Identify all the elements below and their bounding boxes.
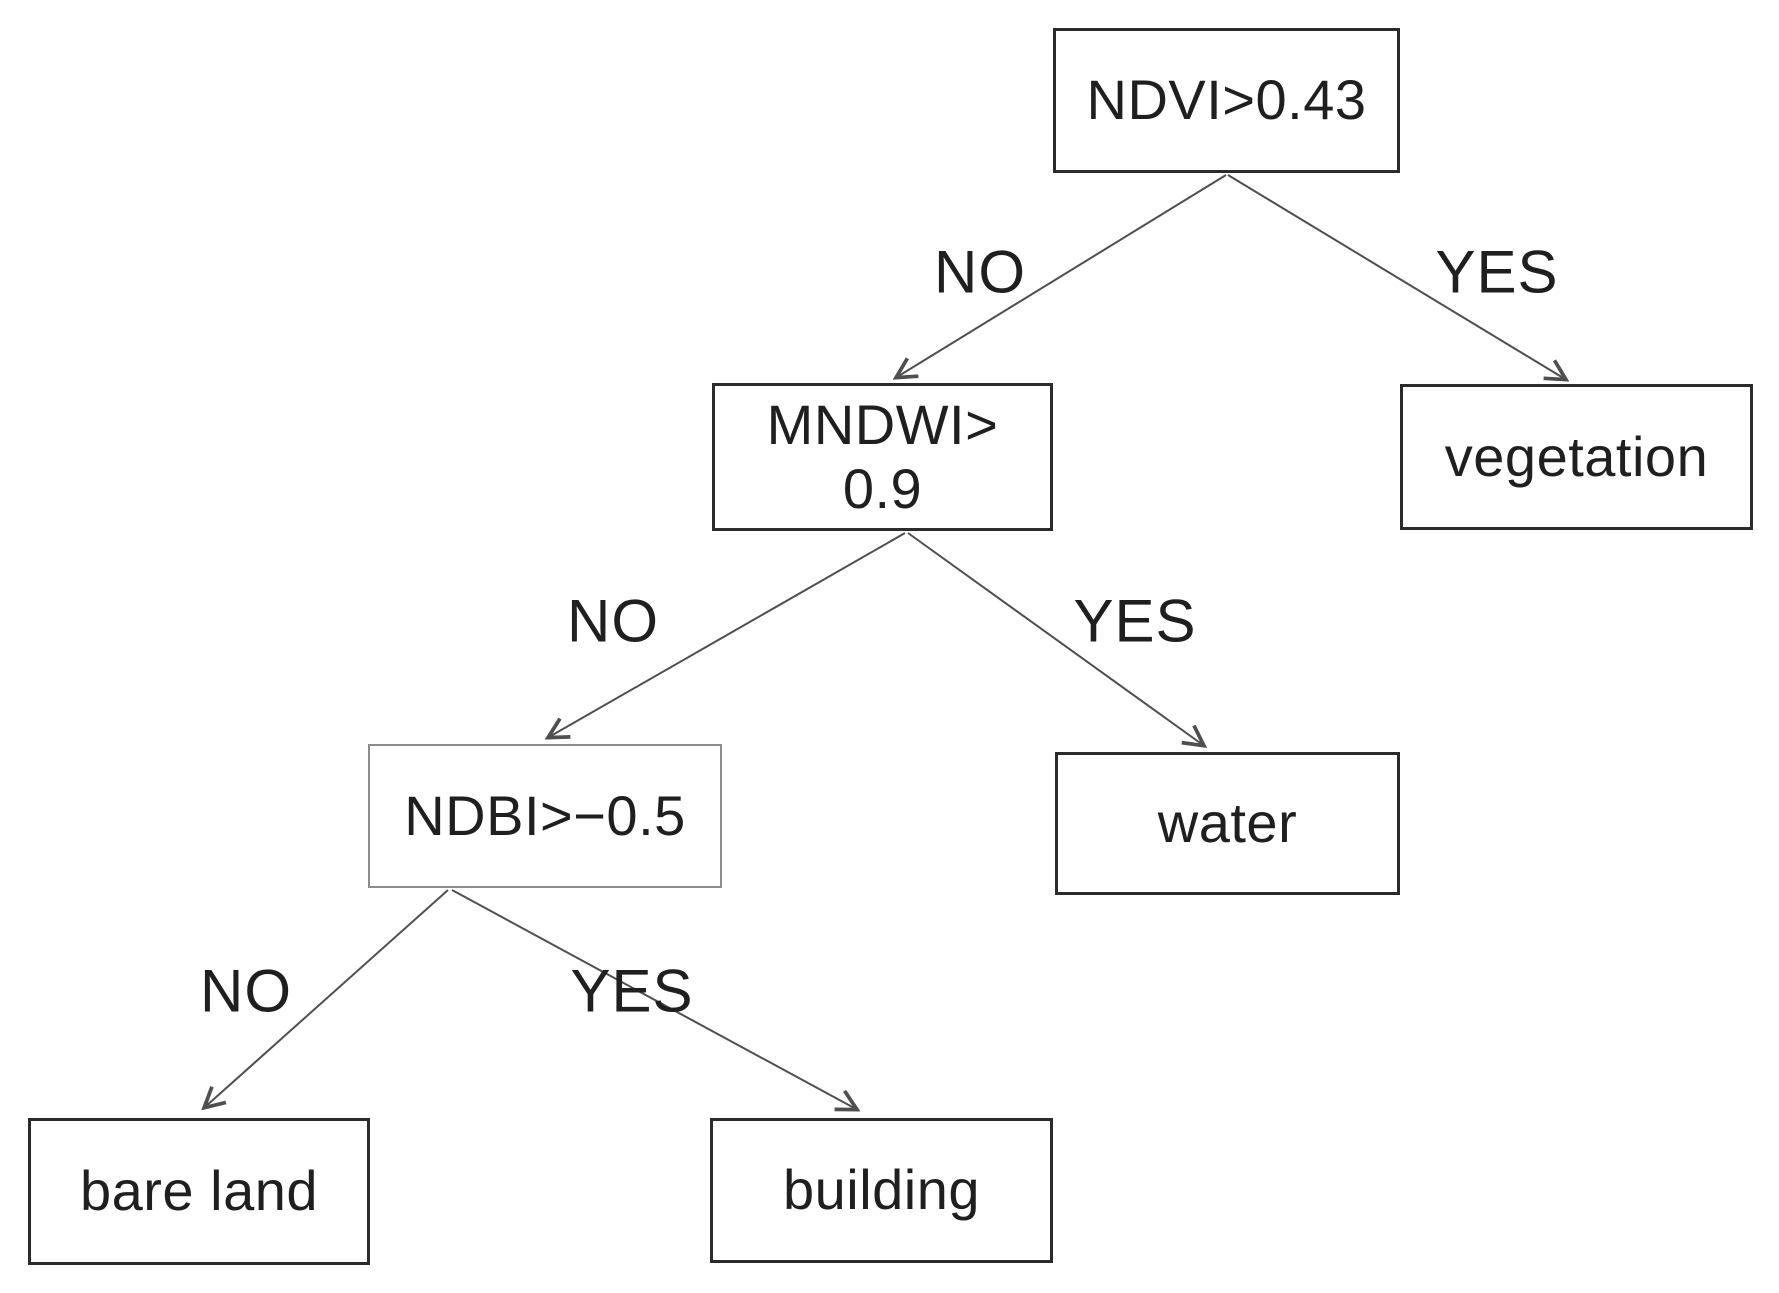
node-building-leaf: building	[710, 1118, 1053, 1263]
node-bare-land-label: bare land	[79, 1159, 318, 1223]
edge-label-ndbi-no: NO	[200, 957, 292, 1025]
edge-label-ndvi-yes: YES	[1435, 238, 1559, 306]
edge-label-ndbi-yes: YES	[570, 957, 694, 1025]
node-mndwi-label-line2: 0.9	[842, 457, 923, 520]
node-bare-land-leaf: bare land	[28, 1118, 370, 1265]
node-ndbi-condition: NDBI>−0.5	[368, 744, 722, 888]
node-mndwi-label-line1: MNDWI>	[766, 392, 999, 456]
edge-label-mndwi-yes: YES	[1073, 587, 1197, 655]
node-ndbi-label: NDBI>−0.5	[404, 783, 686, 847]
edge-label-ndvi-no: NO	[934, 238, 1026, 306]
node-mndwi-condition: MNDWI> 0.9	[712, 383, 1053, 531]
node-water-label: water	[1157, 791, 1298, 855]
edge-label-mndwi-no: NO	[567, 587, 659, 655]
node-ndvi-condition: NDVI>0.43	[1053, 28, 1400, 173]
node-vegetation-label: vegetation	[1444, 424, 1709, 488]
node-ndvi-label: NDVI>0.43	[1086, 68, 1367, 132]
node-vegetation-leaf: vegetation	[1400, 384, 1753, 530]
node-water-leaf: water	[1055, 752, 1400, 895]
node-building-label: building	[782, 1158, 981, 1222]
